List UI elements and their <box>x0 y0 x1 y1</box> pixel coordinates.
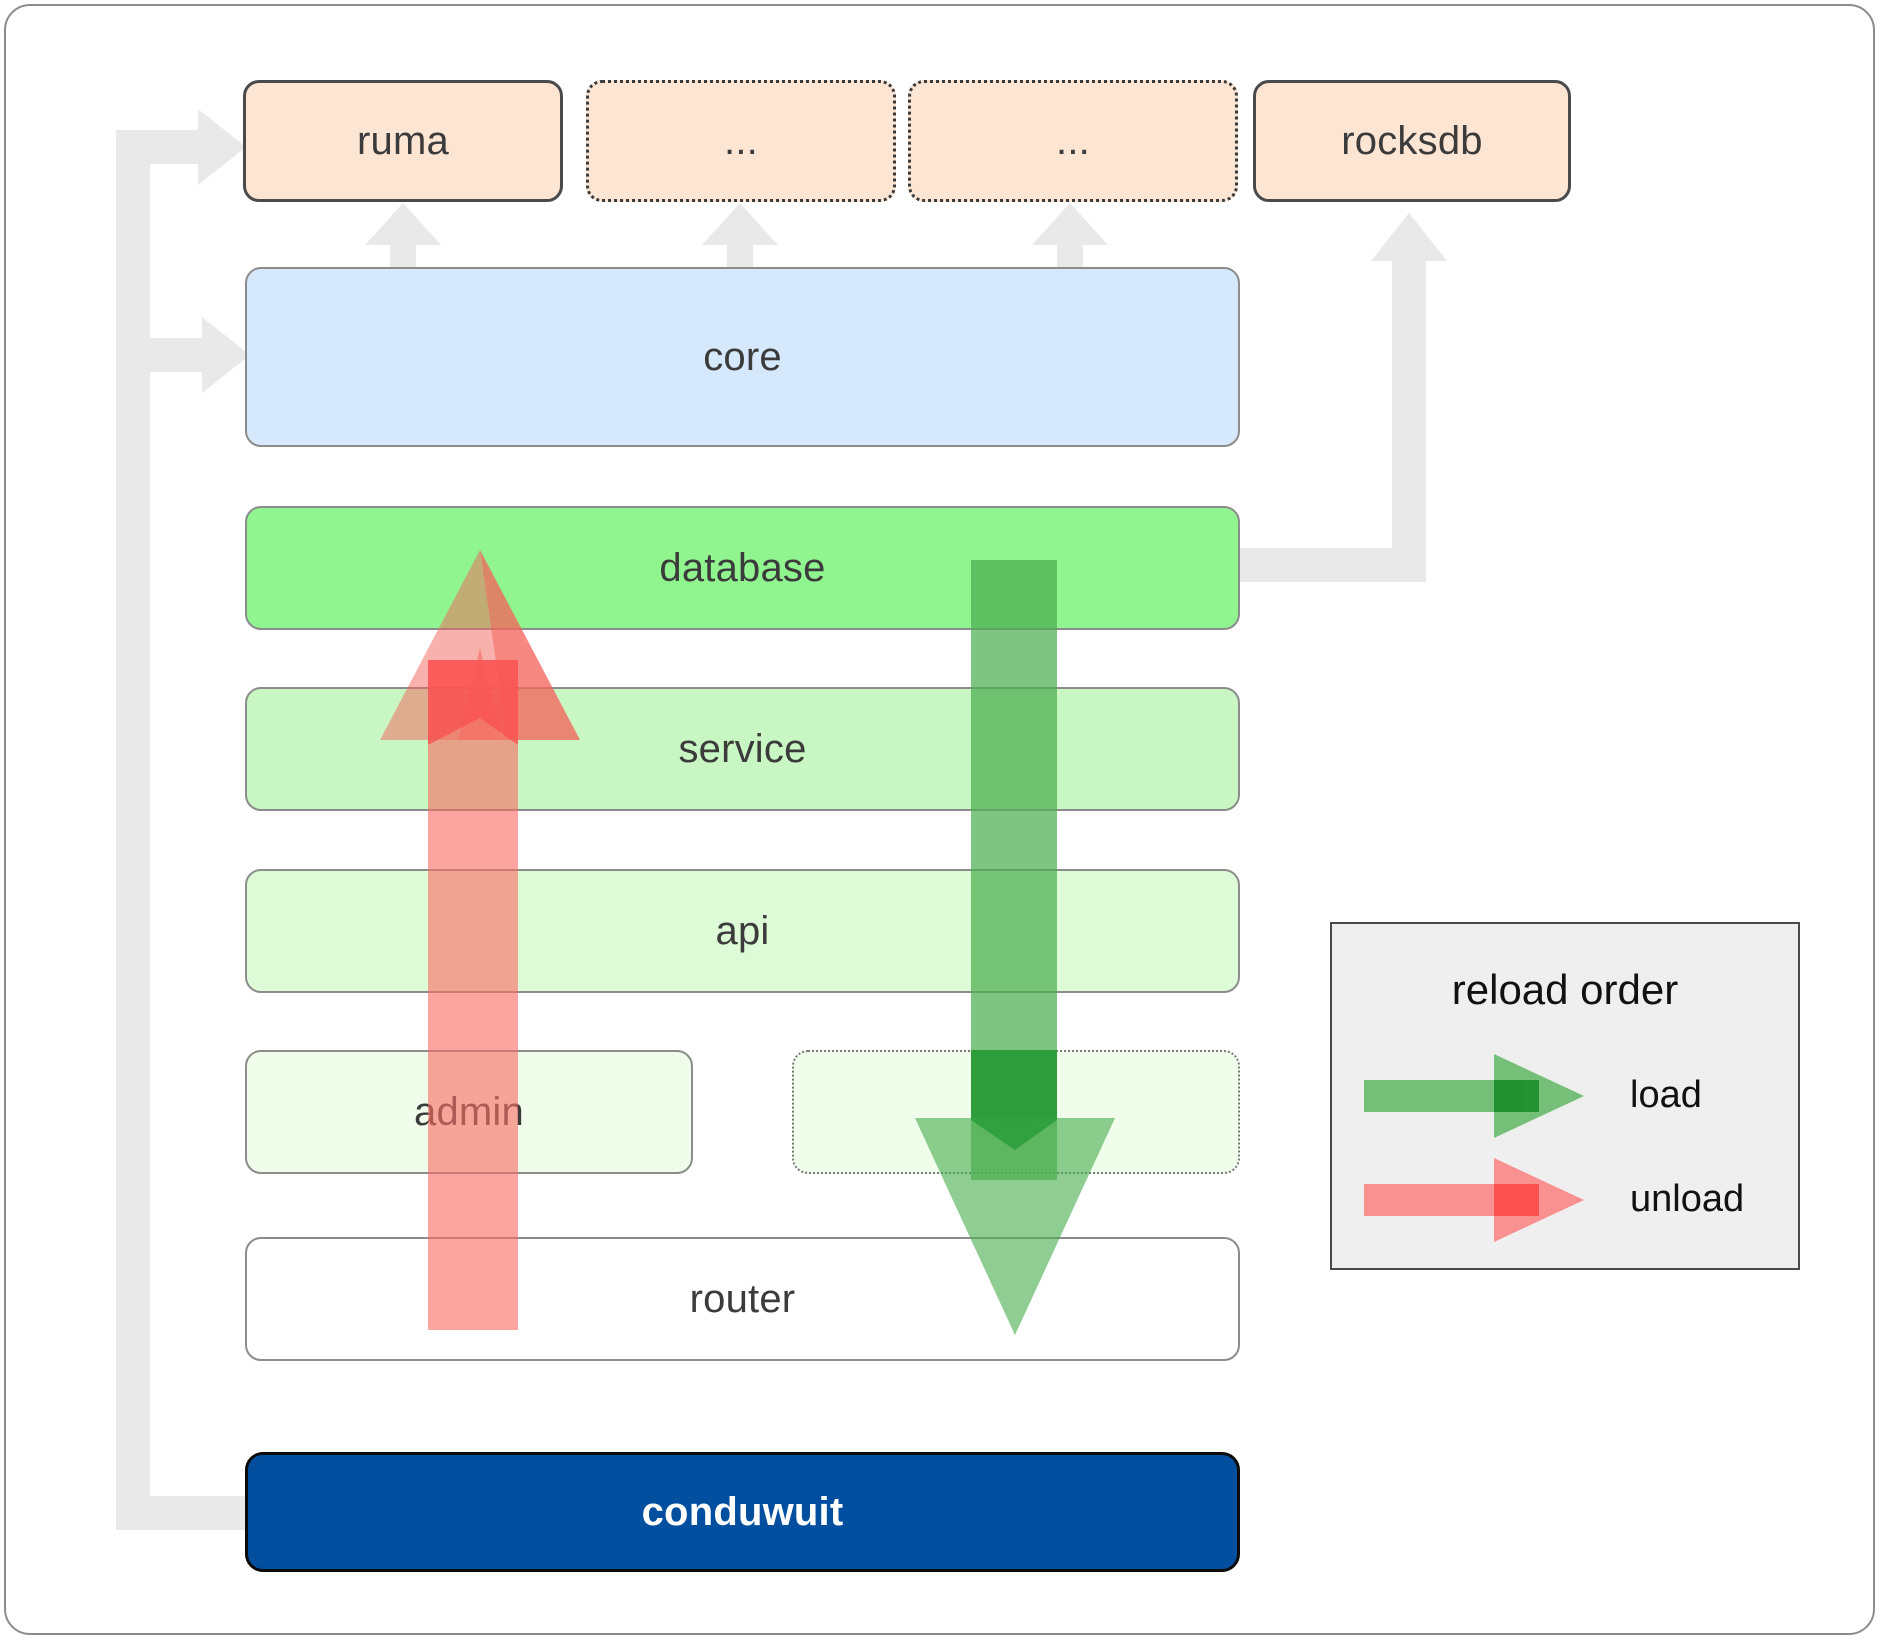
legend-row-unload: unload <box>1364 1156 1744 1242</box>
dependency-box-rocksdb[interactable]: rocksdb <box>1253 80 1571 202</box>
dependency-box-ellipsis-2[interactable]: ... <box>908 80 1238 202</box>
layer-box-api[interactable]: api <box>245 869 1240 993</box>
router-label: router <box>689 1276 796 1321</box>
core-to-ruma-arrow <box>365 203 441 245</box>
layer-label: service <box>678 726 807 771</box>
root-label: conduwuit <box>641 1489 844 1534</box>
legend-panel: reload order load unload <box>1330 922 1800 1270</box>
routing-arrow-to-ruma <box>198 109 246 185</box>
dependency-label: ... <box>724 118 758 163</box>
core-to-dots2-arrow <box>1032 203 1108 245</box>
routing-path-bottom <box>116 1496 246 1530</box>
routing-arrow-to-rocksdb <box>1371 213 1447 261</box>
core-box[interactable]: core <box>245 267 1240 447</box>
routing-arrow-to-core <box>202 317 250 393</box>
dependency-label: rocksdb <box>1341 118 1483 163</box>
legend-label-load: load <box>1630 1073 1702 1116</box>
router-box[interactable]: router <box>245 1237 1240 1361</box>
routing-path-left-trunk <box>116 130 150 1530</box>
legend-row-load: load <box>1364 1052 1702 1138</box>
dependency-box-ellipsis-1[interactable]: ... <box>586 80 896 202</box>
dependency-label: ruma <box>357 118 449 163</box>
load-legend-icon <box>1364 1054 1584 1138</box>
unload-flow-arrow <box>380 540 580 1330</box>
core-to-dots1-arrow <box>702 203 778 245</box>
core-label: core <box>703 334 782 379</box>
unload-legend-icon <box>1364 1158 1584 1242</box>
dependency-box-ruma[interactable]: ruma <box>243 80 563 202</box>
dependency-label: ... <box>1056 118 1090 163</box>
load-flow-arrow <box>915 560 1115 1345</box>
root-box-conduwuit[interactable]: conduwuit <box>245 1452 1240 1572</box>
legend-title: reload order <box>1451 966 1679 1013</box>
layer-label: api <box>715 908 770 953</box>
legend-label-unload: unload <box>1630 1177 1745 1220</box>
layer-label: database <box>659 545 826 590</box>
routing-path-db-to-rocksdb-v <box>1392 260 1426 582</box>
